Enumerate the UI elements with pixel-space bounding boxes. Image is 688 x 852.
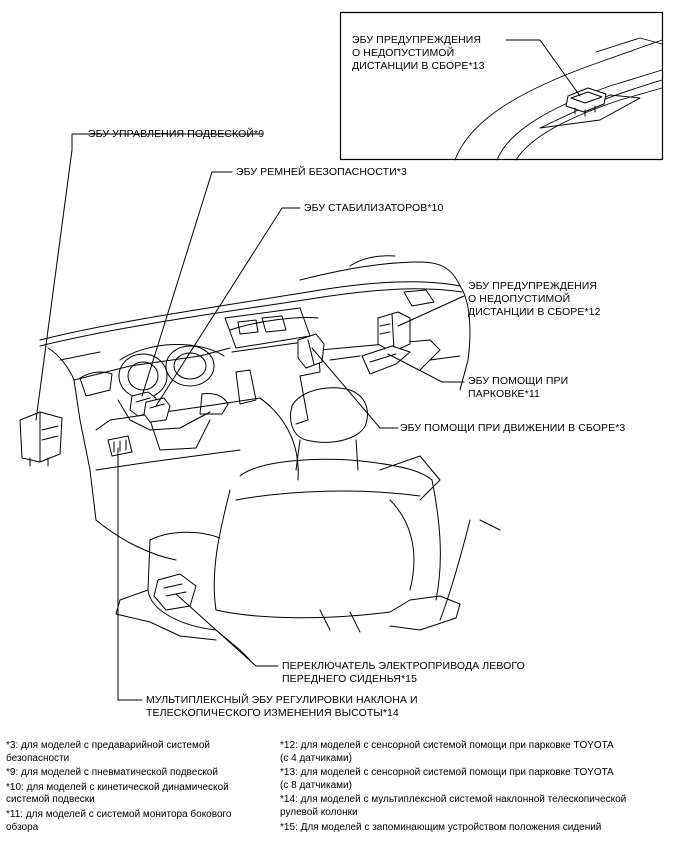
label-driving-assist-ecu: ЭБУ ПОМОЩИ ПРИ ДВИЖЕНИИ В СБОРЕ*3: [400, 422, 626, 434]
footnote: *15: Для моделей с запоминающим устройст…: [280, 821, 602, 833]
label-suspension-ecu: ЭБУ УПРАВЛЕНИЯ ПОДВЕСКОЙ*9: [88, 128, 265, 140]
multiplex-ecu-part: [107, 435, 133, 457]
label-warning-ecu-13: ЭБУ ПРЕДУПРЕЖДЕНИЯ О НЕДОПУСТИМОЙ ДИСТАН…: [352, 34, 485, 72]
label-seat-switch: ПЕРЕКЛЮЧАТЕЛЬ ЭЛЕКТРОПРИВОДА ЛЕВОГО ПЕРЕ…: [282, 660, 525, 685]
dashboard-outline: [39, 255, 471, 561]
label-seatbelt-ecu: ЭБУ РЕМНЕЙ БЕЗОПАСНОСТИ*3: [236, 166, 407, 178]
footnote: *9: для моделей с пневматической подвеск…: [6, 767, 218, 779]
inset-frame: [339, 11, 664, 161]
inset-dashboard-sketch: [454, 37, 663, 161]
suspension-ecu-part: [19, 411, 63, 467]
stabilizer-ecu-part: [143, 397, 171, 423]
warning-ecu-12-part: [377, 311, 411, 353]
footnote: *14: для моделей с мультиплексной систем…: [280, 794, 627, 818]
footnote: *11: для моделей с системой монитора бок…: [6, 808, 232, 833]
parking-ecu-part: [361, 345, 411, 375]
footnote: *3: для моделей с предаварийной системой…: [6, 740, 210, 764]
inset-ecu-part: [565, 87, 607, 117]
footnote: *13: для моделей с сенсорной системой по…: [280, 767, 614, 791]
driving-assist-ecu-part: [297, 333, 325, 369]
footnote: *12: для моделей с сенсорной системой по…: [280, 740, 614, 764]
footnote: *10: для моделей с кинетической динамиче…: [6, 781, 229, 806]
label-warning-ecu-12: ЭБУ ПРЕДУПРЕЖДЕНИЯ О НЕДОПУСТИМОЙ ДИСТАН…: [468, 280, 601, 318]
label-stabilizer-ecu: ЭБУ СТАБИЛИЗАТОРОВ*10: [304, 202, 444, 214]
footnotes-right: *12: для моделей с сенсорной системой по…: [280, 740, 682, 836]
footnotes-left: *3: для моделей с предаварийной системой…: [6, 740, 268, 836]
leader-lines: [35, 39, 581, 701]
label-parking-ecu: ЭБУ ПОМОЩИ ПРИ ПАРКОВКЕ*11: [468, 375, 569, 400]
label-multiplex-ecu: МУЛЬТИПЛЕКСНЫЙ ЭБУ РЕГУЛИРОВКИ НАКЛОНА И…: [146, 694, 418, 719]
seat-switch-part: [153, 573, 197, 611]
driver-seat: [115, 387, 501, 661]
